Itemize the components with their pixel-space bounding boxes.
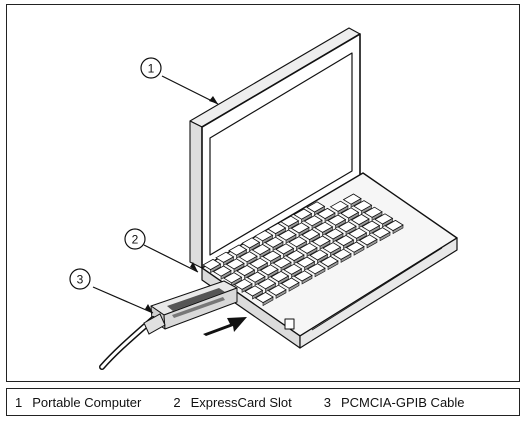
callout-2-number: 2 bbox=[132, 233, 139, 247]
keyboard-key bbox=[306, 201, 326, 213]
legend-item-expresscard-slot: 2 ExpressCard Slot bbox=[173, 395, 291, 410]
keyboard-key bbox=[228, 244, 248, 256]
keyboard-key bbox=[225, 258, 245, 270]
legend-item-number: 2 bbox=[173, 394, 181, 410]
keyboard-key bbox=[342, 193, 362, 205]
keyboard-key bbox=[371, 227, 391, 239]
legend-item-label: Portable Computer bbox=[32, 394, 142, 410]
keyboard-key bbox=[236, 264, 256, 277]
keyboard-key bbox=[254, 291, 274, 304]
keyboard-key bbox=[314, 221, 334, 233]
keyboard-key bbox=[223, 272, 243, 284]
callout-1-leader bbox=[161, 75, 219, 105]
legend-bar: 1 Portable Computer 2 ExpressCard Slot 3… bbox=[6, 388, 520, 416]
callout-1-number: 1 bbox=[148, 62, 155, 76]
keyboard-key bbox=[363, 206, 383, 218]
keyboard-key bbox=[241, 237, 261, 249]
callout-3: 3 bbox=[69, 268, 91, 290]
keyboard-key bbox=[251, 243, 271, 256]
keyboard-key bbox=[238, 251, 258, 263]
keyboard-key bbox=[306, 263, 326, 275]
keyboard-key bbox=[249, 257, 269, 269]
legend-item-label: PCMCIA-GPIB Cable bbox=[340, 394, 465, 410]
keyboard-key bbox=[358, 234, 378, 246]
keyboard-key bbox=[267, 222, 287, 235]
laptop-screen bbox=[189, 27, 361, 269]
expresscard bbox=[150, 280, 238, 330]
callout-3-number: 3 bbox=[77, 273, 84, 287]
keyboard-key bbox=[301, 228, 321, 241]
keyboard-key bbox=[316, 207, 336, 220]
keyboard-key bbox=[332, 248, 352, 260]
laptop-keyboard bbox=[202, 193, 404, 307]
keyboard-key bbox=[215, 251, 235, 263]
keyboard-key bbox=[324, 228, 344, 240]
keyboard-key bbox=[374, 213, 394, 225]
keyboard-key bbox=[329, 200, 349, 212]
legend-item-number: 1 bbox=[15, 394, 23, 410]
keyboard-key bbox=[340, 207, 360, 219]
keyboard-key bbox=[345, 241, 365, 253]
keyboard-key bbox=[319, 255, 339, 268]
keyboard-key bbox=[280, 277, 300, 289]
keyboard-key bbox=[335, 234, 355, 247]
keyboard-key bbox=[262, 250, 282, 262]
keyboard-key bbox=[361, 220, 381, 232]
keyboard-key bbox=[254, 230, 274, 242]
keyboard-key bbox=[259, 264, 279, 276]
keyboard-key bbox=[233, 278, 253, 290]
keyboard-key bbox=[337, 221, 357, 233]
pcmcia-gpib-cable bbox=[99, 313, 166, 370]
keyboard-key bbox=[275, 243, 295, 255]
keyboard-key bbox=[298, 242, 318, 254]
keyboard-key bbox=[285, 249, 305, 262]
keyboard-key bbox=[272, 257, 292, 269]
keyboard-key bbox=[244, 285, 264, 297]
keyboard-key bbox=[309, 249, 329, 261]
callout-3-leader bbox=[92, 286, 154, 314]
keyboard-key bbox=[246, 271, 266, 283]
legend-item-label: ExpressCard Slot bbox=[190, 394, 292, 410]
keyboard-key bbox=[293, 208, 313, 220]
keyboard-key bbox=[277, 229, 297, 241]
keyboard-key bbox=[296, 256, 316, 268]
keyboard-key bbox=[283, 263, 303, 275]
callout-2-leader bbox=[143, 244, 199, 273]
laptop-illustration: 1 2 3 bbox=[69, 27, 458, 370]
insert-arrow-icon bbox=[203, 317, 247, 336]
keyboard-key bbox=[322, 242, 342, 254]
keyboard-key bbox=[311, 235, 331, 247]
keyboard-key bbox=[280, 215, 300, 227]
legend-item-number: 3 bbox=[323, 394, 331, 410]
keyboard-key bbox=[212, 265, 232, 277]
callout-2: 2 bbox=[124, 228, 146, 250]
keyboard-key bbox=[293, 270, 313, 282]
illustration-frame: 1 2 3 bbox=[6, 4, 520, 382]
callout-1: 1 bbox=[140, 57, 162, 79]
keyboard-key bbox=[350, 213, 370, 226]
legend-item-portable-computer: 1 Portable Computer bbox=[15, 395, 141, 410]
keyboard-key bbox=[384, 219, 404, 232]
keyboard-key bbox=[270, 270, 290, 283]
keyboard-key bbox=[290, 222, 310, 234]
keyboard-key bbox=[202, 258, 222, 271]
keyboard-key bbox=[288, 236, 308, 248]
keyboard-key bbox=[348, 227, 368, 239]
keyboard-key bbox=[267, 284, 287, 296]
legend-item-pcmcia-gpib-cable: 3 PCMCIA-GPIB Cable bbox=[324, 395, 465, 410]
keyboard-key bbox=[353, 200, 373, 212]
keyboard-key bbox=[264, 236, 284, 248]
keyboard-key bbox=[257, 278, 277, 290]
keyboard-key bbox=[303, 215, 323, 227]
keyboard-key bbox=[327, 214, 347, 226]
